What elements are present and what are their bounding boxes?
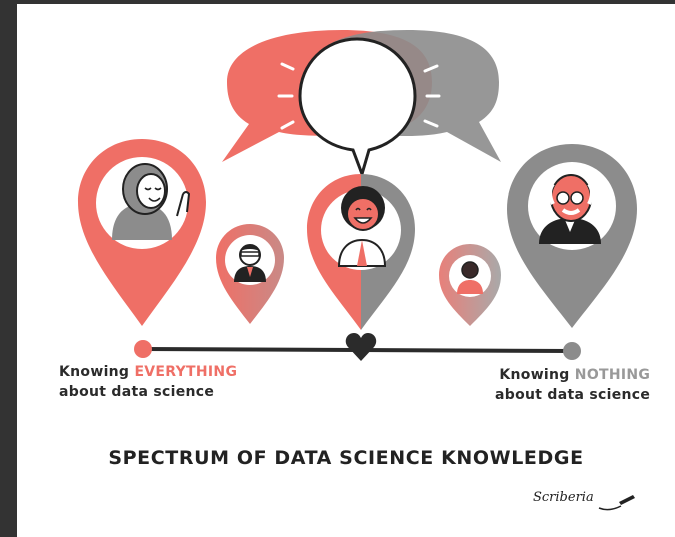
location-pin-icon [216, 224, 284, 324]
avatar [337, 186, 387, 267]
speech-bubble-icon [222, 30, 501, 179]
avatar [112, 163, 191, 240]
artist-signature: Scriberia [533, 490, 594, 505]
illustration-canvas: Knowing EVERYTHING about data science Kn… [17, 4, 675, 537]
label-prefix: Knowing [499, 367, 575, 383]
avatar [539, 174, 601, 244]
page-title: SPECTRUM OF DATA SCIENCE KNOWLEDGE [108, 447, 584, 469]
location-pin-icon [307, 174, 415, 330]
knowing-everything-label: Knowing EVERYTHING about data science [59, 362, 237, 402]
label-suffix: about data science [59, 384, 215, 400]
label-suffix: about data science [495, 387, 651, 403]
label-highlight: NOTHING [574, 367, 651, 383]
label-highlight: EVERYTHING [134, 364, 238, 380]
label-prefix: Knowing [59, 364, 135, 380]
knowing-nothing-label: Knowing NOTHING about data science [495, 365, 650, 405]
spectrum-illustration [78, 30, 637, 511]
location-pin-icon [439, 244, 501, 326]
avatar [234, 244, 266, 282]
pen-icon [598, 495, 635, 511]
spectrum-line [134, 333, 581, 361]
location-pin-icon [507, 144, 637, 328]
location-pin-icon [78, 139, 206, 326]
avatar [457, 261, 483, 294]
heart-icon [345, 333, 377, 361]
